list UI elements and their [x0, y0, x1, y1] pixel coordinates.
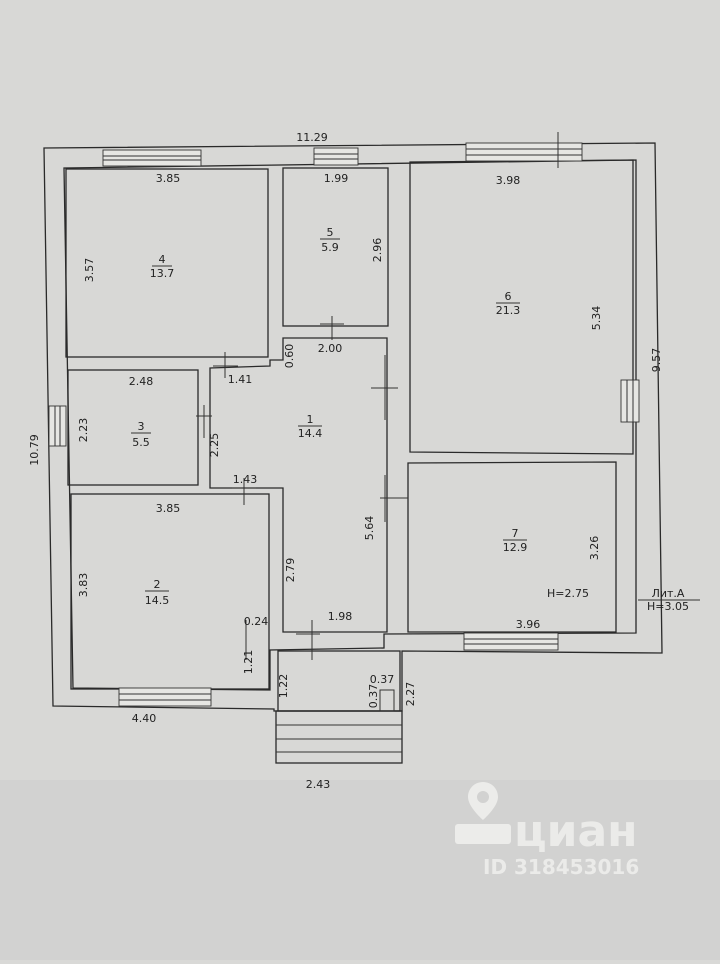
window-top-left [102, 149, 202, 167]
dim-r2-width: 3.85 [156, 502, 181, 515]
room-4-number: 4 [159, 253, 166, 266]
dim-2-27: 2.27 [404, 682, 417, 707]
dim-2-79: 2.79 [284, 558, 297, 583]
room-5-number: 5 [327, 226, 334, 239]
room-6-number: 6 [505, 290, 512, 303]
window-right [620, 379, 640, 423]
room-labels: 4 13.7 5 5.9 6 21.3 3 5.5 1 14.4 7 12.9 … [131, 226, 527, 607]
room-1 [209, 337, 388, 633]
dim-1-43: 1.43 [233, 473, 258, 486]
height-room-note: H=2.75 [547, 587, 589, 600]
dimension-labels: 11.29 3.85 1.99 3.98 3.57 2.96 5.34 9.57… [28, 131, 663, 791]
dim-r7-height: 3.26 [588, 536, 601, 561]
window-bottom-right [463, 632, 559, 651]
dim-r3-width: 2.48 [129, 375, 154, 388]
dim-overall-left: 10.79 [28, 434, 41, 466]
dim-r5-width: 1.99 [324, 172, 349, 185]
window-top-right [465, 132, 583, 168]
dim-r3-height: 2.23 [77, 418, 90, 443]
window-left [48, 405, 67, 447]
dim-0-60: 0.60 [283, 344, 296, 369]
dim-overall-top: 11.29 [296, 131, 328, 144]
dim-0-37-b: 0.37 [370, 673, 395, 686]
dim-r2-height: 3.83 [77, 573, 90, 598]
dim-r5-height: 2.96 [371, 238, 384, 263]
dim-bottom-left: 4.40 [132, 712, 157, 725]
room-3 [67, 369, 199, 486]
room-3-number: 3 [138, 420, 145, 433]
steps [275, 710, 403, 764]
room-4-area: 13.7 [150, 267, 175, 280]
dim-hall-height: 5.64 [363, 516, 376, 541]
dim-1-22: 1.22 [277, 674, 290, 699]
window-bottom-left [118, 687, 212, 707]
dim-2-00: 2.00 [318, 342, 343, 355]
dim-porch-width: 2.43 [306, 778, 331, 791]
cian-watermark: циан ID 318453016 [455, 782, 639, 879]
dim-hall-width: 1.98 [328, 610, 353, 623]
room-7-area: 12.9 [503, 541, 528, 554]
room-4 [65, 168, 269, 358]
room-1-area: 14.4 [298, 427, 323, 440]
dim-2-25: 2.25 [208, 433, 221, 458]
cian-id-text: ID 318453016 [483, 855, 639, 879]
dim-1-21: 1.21 [242, 650, 255, 675]
dim-r4-height: 3.57 [83, 258, 96, 283]
room-7-number: 7 [512, 527, 519, 540]
room-3-area: 5.5 [132, 436, 150, 449]
doorways [196, 316, 408, 660]
dim-r4-width: 3.85 [156, 172, 181, 185]
dim-1-41: 1.41 [228, 373, 253, 386]
window-top-middle [313, 147, 359, 166]
lit-label: Лит.А [652, 587, 685, 600]
dim-r6-width: 3.98 [496, 174, 521, 187]
cian-brand-text: циан [514, 806, 638, 857]
room-5-area: 5.9 [321, 241, 339, 254]
dim-r7-width: 3.96 [516, 618, 541, 631]
dim-right-wall: 9.57 [650, 348, 663, 373]
room-7 [407, 461, 617, 633]
dim-r6-height: 5.34 [590, 306, 603, 331]
dim-0-37-a: 0.37 [367, 684, 380, 709]
room-2-number: 2 [154, 578, 161, 591]
location-pin-icon [455, 782, 511, 844]
height-total-note: H=3.05 [647, 600, 689, 613]
room-1-number: 1 [307, 413, 314, 426]
room-2-area: 14.5 [145, 594, 170, 607]
notes: H=2.75 Лит.А H=3.05 [547, 587, 700, 613]
room-6-area: 21.3 [496, 304, 521, 317]
room-5 [282, 167, 389, 327]
dim-0-24: 0.24 [244, 615, 269, 628]
